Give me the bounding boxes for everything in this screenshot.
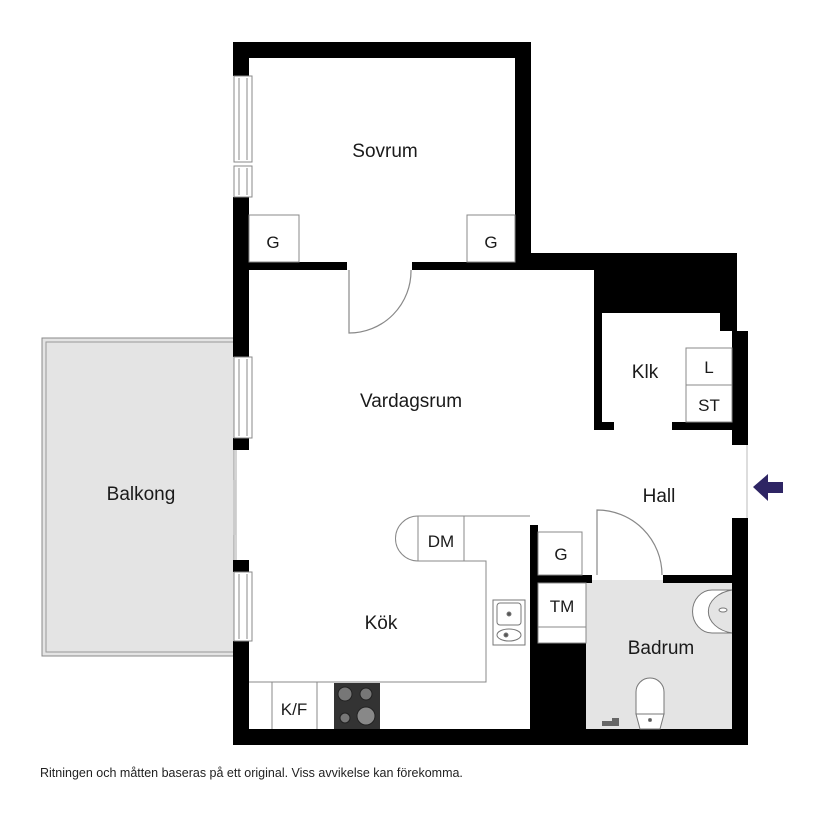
disclaimer: Ritningen och måtten baseras på ett orig… [40, 766, 463, 780]
wardrobe-right-label: G [484, 233, 497, 252]
fridge-freezer-label: K/F [281, 700, 307, 719]
entrance-arrow-icon [753, 474, 783, 501]
linen-label: L [704, 358, 713, 377]
hall-wardrobe[interactable] [537, 531, 583, 576]
sink-icon [492, 599, 526, 646]
room-hall: Hall [643, 486, 676, 507]
washing-machine-label: TM [550, 597, 575, 616]
room-kok: Kök [365, 613, 398, 634]
storage-cabinet[interactable] [685, 384, 733, 423]
storage-label: ST [698, 396, 720, 415]
washbasin-icon [692, 589, 733, 634]
walls [233, 42, 748, 745]
stove-icon [334, 683, 380, 729]
washing-machine[interactable] [537, 582, 587, 628]
windows [233, 75, 253, 642]
room-klk: Klk [632, 362, 659, 383]
kitchen-counters [249, 515, 530, 729]
faucet-icon [602, 718, 619, 726]
room-sovrum: Sovrum [352, 141, 417, 162]
balcony [41, 337, 235, 657]
bedroom-wardrobes[interactable] [248, 214, 516, 263]
hall-wardrobe-label: G [554, 545, 567, 564]
room-badrum: Badrum [628, 638, 695, 659]
room-balkong: Balkong [107, 484, 176, 505]
dishwasher-label: DM [428, 532, 454, 551]
doors [348, 269, 663, 576]
toilet-icon [635, 677, 665, 730]
room-vardagsrum: Vardagsrum [360, 391, 462, 412]
wardrobe-left-label: G [266, 233, 279, 252]
